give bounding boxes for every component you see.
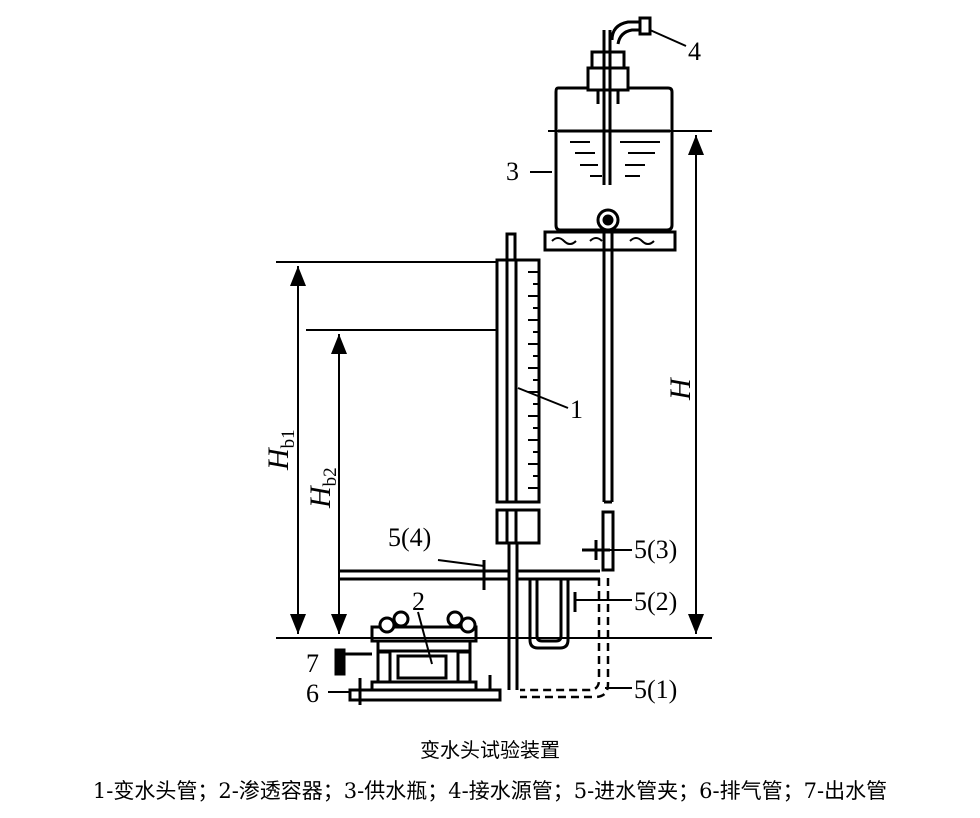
permeameter-container [334,610,502,705]
dimension-hb1-label: Hb1 [262,429,299,471]
dimension-hb2: Hb2 [304,467,341,509]
label-5-2: 5(2) [634,587,677,616]
figure-title: 变水头试验装置 [420,738,560,762]
label-3: 3 [506,157,519,186]
hb1-main: H [262,446,295,471]
variable-head-apparatus-diagram: 1 2 3 4 5(1) 5(2) 5(3) 5(4) 6 7 H Hb1 Hb… [262,16,712,708]
dimension-h: H [664,376,697,401]
dimension-hb1: Hb1 [262,429,299,471]
label-6: 6 [306,679,319,708]
label-1: 1 [570,395,583,424]
supply-bottle [543,16,677,252]
hb1-sub: b1 [278,429,299,448]
leader-lines [328,29,687,693]
dimension-lines [276,130,712,639]
dimension-h-label: H [664,376,697,401]
hb2-main: H [304,484,337,509]
figure-legend: 1-变水头管；2-渗透容器；3-供水瓶；4-接水源管；5-进水管夹；6-排气管；… [92,779,888,803]
supply-pipe [520,230,615,699]
label-2: 2 [412,587,425,616]
label-5-4: 5(4) [388,523,431,552]
label-4: 4 [688,37,701,66]
label-7: 7 [306,649,319,678]
variable-head-tube [495,232,541,690]
dimension-hb2-label: Hb2 [304,467,341,509]
connecting-pipes [340,540,610,700]
hb2-sub: b2 [320,467,341,486]
label-5-1: 5(1) [634,675,677,704]
label-5-3: 5(3) [634,535,677,564]
